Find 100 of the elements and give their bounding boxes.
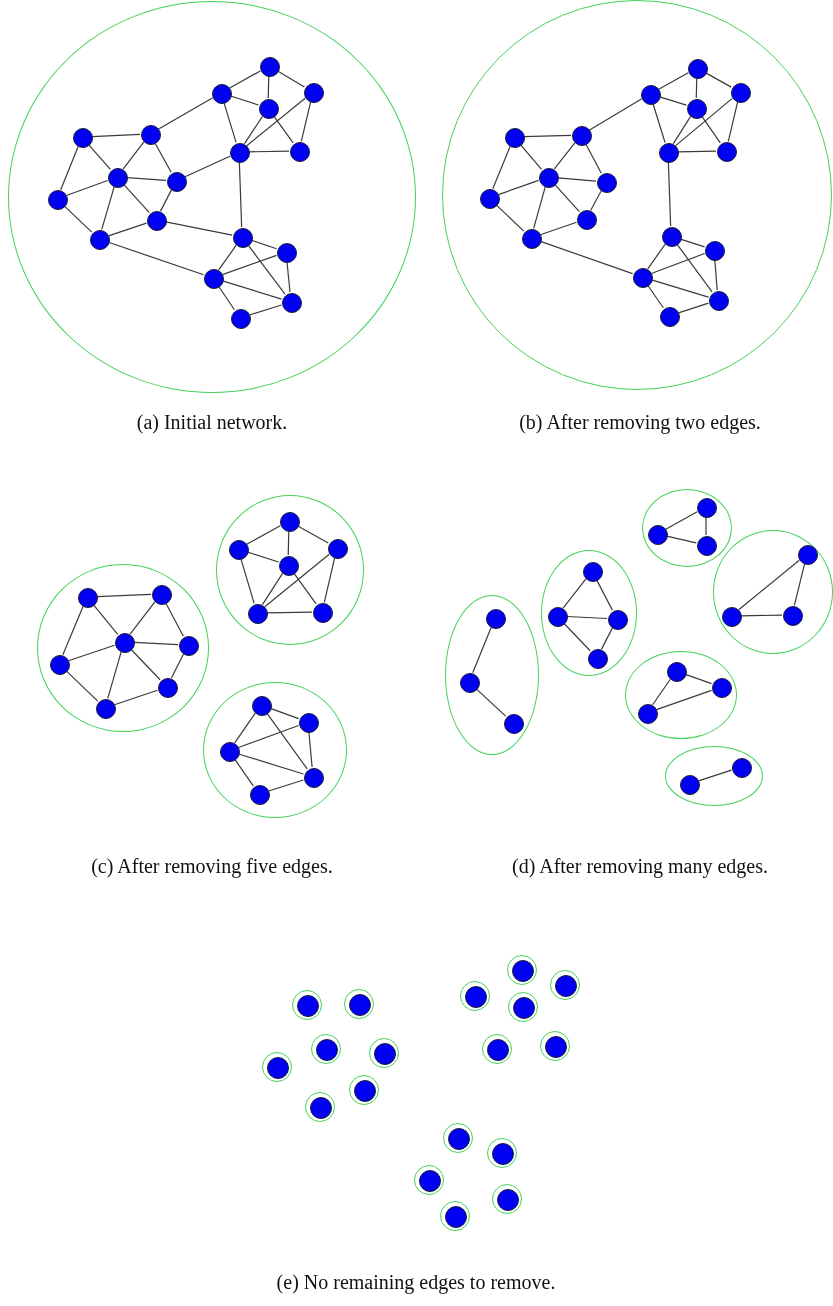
subfigure-caption: (c) After removing five edges. — [91, 854, 333, 878]
network-node — [231, 309, 251, 329]
network-edge — [67, 644, 116, 662]
subfigure-caption: (a) Initial network. — [136, 410, 288, 434]
network-edge — [229, 70, 261, 89]
network-edge — [240, 558, 255, 604]
network-edge — [553, 142, 576, 170]
network-edge — [566, 615, 608, 620]
network-node — [709, 291, 729, 311]
network-node — [572, 126, 592, 146]
network-edge — [107, 241, 205, 276]
network-node — [505, 128, 525, 148]
network-edge — [273, 115, 294, 144]
network-edge — [246, 525, 281, 545]
network-edge — [705, 516, 707, 536]
network-node — [667, 662, 687, 682]
network-node — [204, 269, 224, 289]
network-edge — [738, 559, 800, 611]
network-edge — [247, 244, 286, 295]
network-edge — [519, 144, 543, 170]
network-edge — [655, 689, 713, 711]
network-node — [687, 99, 707, 119]
network-node — [480, 189, 500, 209]
network-node — [712, 678, 732, 698]
network-edge — [679, 238, 706, 248]
network-node — [304, 83, 324, 103]
network-edge — [60, 145, 79, 191]
network-edge — [96, 593, 152, 598]
network-edge — [557, 177, 597, 182]
network-edge — [122, 141, 145, 170]
network-edge — [658, 72, 689, 90]
network-node — [697, 536, 717, 556]
network-edge — [218, 285, 235, 311]
network-node — [460, 673, 480, 693]
network-edge — [523, 134, 572, 138]
network-node — [588, 649, 608, 669]
network-node — [141, 125, 161, 145]
network-edge — [300, 101, 312, 142]
network-edge — [159, 189, 173, 212]
network-edge — [266, 712, 308, 770]
network-edge — [65, 179, 109, 197]
network-edge — [676, 243, 713, 293]
network-edge — [650, 252, 706, 275]
network-node — [279, 556, 299, 576]
network-node — [660, 307, 680, 327]
network-edge — [107, 651, 122, 699]
network-node — [662, 227, 682, 247]
network-node — [638, 704, 658, 724]
network-node — [73, 128, 93, 148]
network-node — [722, 607, 742, 627]
network-node — [248, 604, 268, 624]
network-node — [522, 229, 542, 249]
network-edge — [243, 115, 264, 145]
network-node — [152, 585, 172, 605]
network-edge — [170, 653, 185, 679]
network-edge — [101, 186, 115, 230]
network-edge — [539, 240, 634, 275]
network-edge — [287, 530, 290, 556]
network-node — [179, 636, 199, 656]
network-edge — [697, 769, 733, 782]
subfigure-caption: (d) After removing many edges. — [512, 854, 768, 878]
network-edge — [666, 535, 697, 544]
network-node — [717, 142, 737, 162]
network-edge — [129, 601, 156, 635]
network-edge — [165, 602, 184, 637]
network-edge — [237, 724, 300, 749]
network-node — [280, 512, 300, 532]
network-edge — [533, 186, 546, 229]
subfigure-caption: (e) No remaining edges to remove. — [276, 1270, 556, 1294]
network-edge — [590, 190, 602, 211]
network-node — [731, 83, 751, 103]
network-edge — [589, 98, 642, 131]
network-node — [230, 143, 250, 163]
network-node — [220, 742, 240, 762]
network-edge — [248, 304, 283, 316]
network-node — [304, 768, 324, 788]
network-node — [705, 241, 725, 261]
network-node — [167, 172, 187, 192]
network-node — [577, 210, 597, 230]
network-edge — [665, 511, 698, 530]
network-node — [78, 588, 98, 608]
network-edge — [234, 758, 254, 787]
network-edge — [297, 525, 329, 544]
network-edge — [647, 284, 664, 309]
network-edge — [264, 553, 330, 608]
network-edge — [250, 239, 278, 250]
network-node — [277, 243, 297, 263]
network-edge — [684, 673, 713, 685]
network-edge — [539, 221, 578, 236]
network-edge — [238, 161, 243, 228]
network-edge — [237, 753, 305, 775]
network-edge — [740, 614, 783, 617]
network-node — [252, 696, 272, 716]
network-edge — [261, 572, 284, 606]
network-edge — [184, 155, 231, 178]
network-edge — [234, 712, 256, 744]
network-node — [147, 211, 167, 231]
network-edge — [705, 72, 732, 88]
network-edge — [677, 302, 710, 314]
network-edge — [88, 143, 111, 171]
